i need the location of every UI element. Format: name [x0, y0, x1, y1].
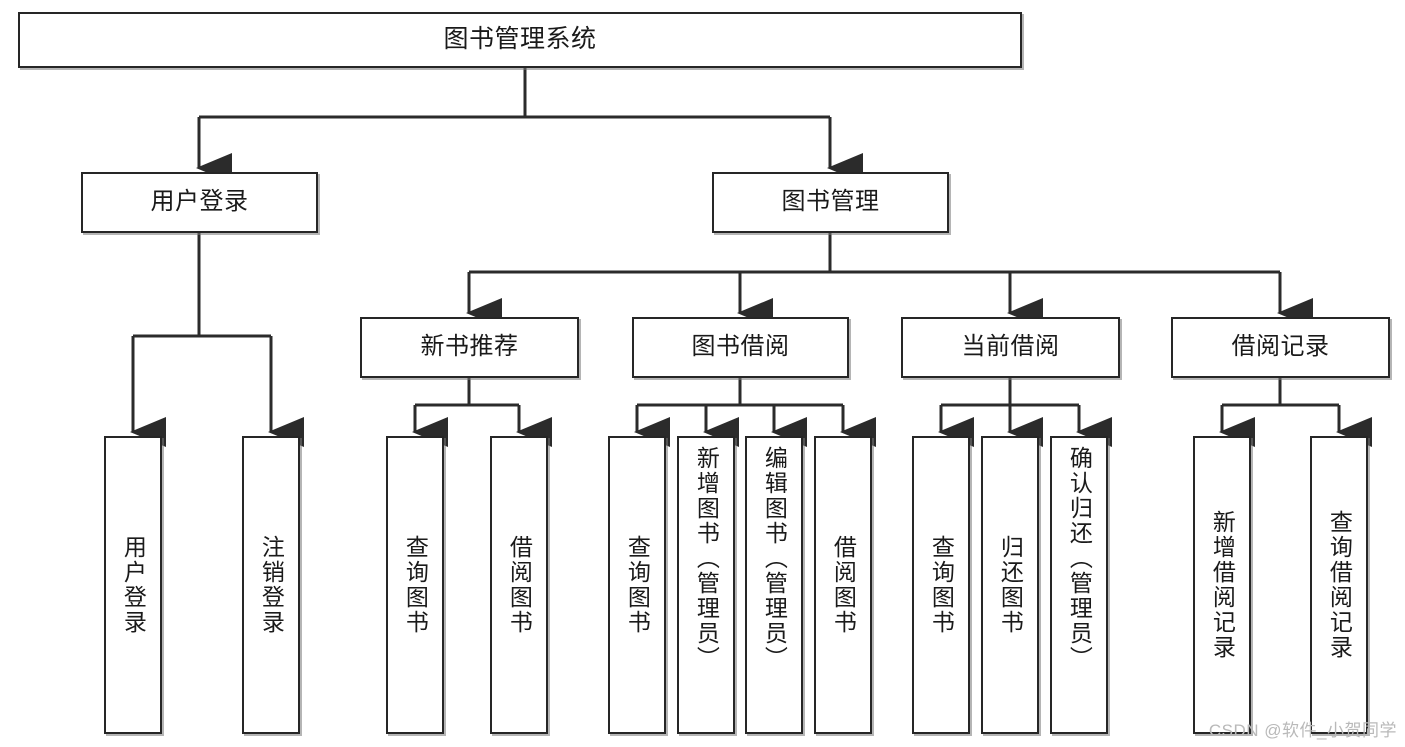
node-label: 用户登录 — [150, 188, 249, 216]
node-label: 用户登录 — [120, 535, 147, 635]
node-new-book-recommend[interactable]: 新书推荐 — [360, 317, 579, 378]
node-book-borrow[interactable]: 图书借阅 — [632, 317, 849, 378]
node-label: 查询图书 — [402, 535, 429, 635]
node-label: 确认归还（管理员） — [1066, 446, 1093, 671]
leaf-return-book[interactable]: 归还图书 — [981, 436, 1039, 734]
node-label: 当前借阅 — [961, 333, 1060, 361]
node-label: 归还图书 — [997, 535, 1024, 635]
node-label: 借阅图书 — [506, 535, 533, 635]
node-current-borrow[interactable]: 当前借阅 — [901, 317, 1120, 378]
node-root-system[interactable]: 图书管理系统 — [18, 12, 1022, 68]
node-label: 图书管理系统 — [443, 25, 597, 54]
leaf-add-book-admin[interactable]: 新增图书（管理员） — [677, 436, 735, 734]
leaf-add-borrow-record[interactable]: 新增借阅记录 — [1193, 436, 1251, 734]
node-label: 新书推荐 — [420, 333, 519, 361]
node-label: 图书借阅 — [691, 333, 790, 361]
node-label: 借阅图书 — [830, 535, 857, 635]
leaf-edit-book-admin[interactable]: 编辑图书（管理员） — [745, 436, 803, 734]
node-label: 图书管理 — [781, 188, 880, 216]
node-label: 编辑图书（管理员） — [761, 446, 788, 671]
node-label: 注销登录 — [258, 535, 285, 635]
node-label: 借阅记录 — [1231, 333, 1330, 361]
leaf-user-login[interactable]: 用户登录 — [104, 436, 162, 734]
leaf-borrow-book-borrow[interactable]: 借阅图书 — [814, 436, 872, 734]
node-label: 新增图书（管理员） — [693, 446, 720, 671]
node-label: 查询借阅记录 — [1326, 510, 1353, 660]
node-user-login[interactable]: 用户登录 — [81, 172, 318, 233]
node-book-manage[interactable]: 图书管理 — [712, 172, 949, 233]
leaf-query-book-current[interactable]: 查询图书 — [912, 436, 970, 734]
leaf-logout-login[interactable]: 注销登录 — [242, 436, 300, 734]
leaf-borrow-book-recommend[interactable]: 借阅图书 — [490, 436, 548, 734]
leaf-confirm-return-admin[interactable]: 确认归还（管理员） — [1050, 436, 1108, 734]
node-label: 查询图书 — [624, 535, 651, 635]
node-label: 查询图书 — [928, 535, 955, 635]
leaf-query-book-borrow[interactable]: 查询图书 — [608, 436, 666, 734]
node-label: 新增借阅记录 — [1209, 510, 1236, 660]
node-borrow-record[interactable]: 借阅记录 — [1171, 317, 1390, 378]
leaf-query-borrow-record[interactable]: 查询借阅记录 — [1310, 436, 1368, 734]
leaf-query-book-recommend[interactable]: 查询图书 — [386, 436, 444, 734]
watermark-text: CSDN @软件_小贺同学 — [1208, 721, 1397, 740]
